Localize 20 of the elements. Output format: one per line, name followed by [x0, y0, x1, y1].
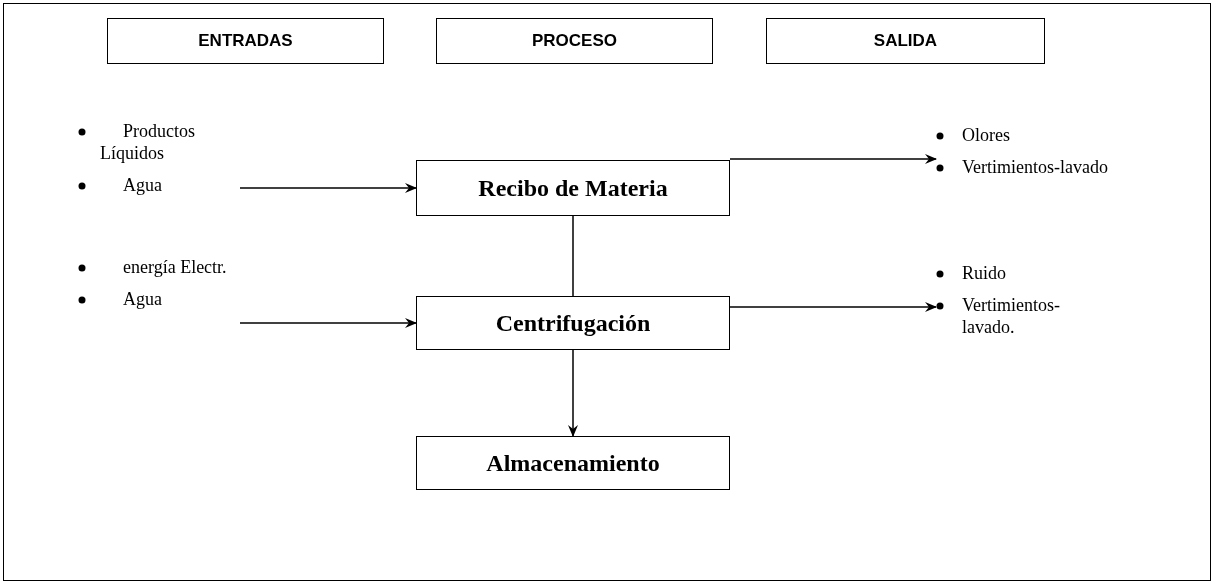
- arrow: [729, 302, 937, 312]
- process-box: Recibo de Materia: [416, 160, 730, 216]
- connector-line: [572, 215, 574, 297]
- list-item-text: Olores: [962, 124, 1010, 146]
- arrow: [239, 183, 417, 193]
- process-box: Centrifugación: [416, 296, 730, 350]
- process-box: Almacenamiento: [416, 436, 730, 490]
- list-item-text: Productos Líquidos: [100, 120, 196, 164]
- arrow: [729, 154, 937, 164]
- arrow: [239, 318, 417, 328]
- list-item-text: Vertimientos-lavado.: [962, 294, 1061, 338]
- header-box: PROCESO: [436, 18, 713, 64]
- list-item-text: energía Electr.: [122, 256, 228, 278]
- list-item-text: Agua: [122, 288, 163, 310]
- list-item-text: Agua: [122, 174, 163, 196]
- header-box: ENTRADAS: [107, 18, 384, 64]
- list-item-text: Ruido: [962, 262, 1006, 284]
- header-box: SALIDA: [766, 18, 1045, 64]
- arrow: [568, 349, 578, 437]
- list-item-text: Vertimientos-lavado: [962, 156, 1108, 178]
